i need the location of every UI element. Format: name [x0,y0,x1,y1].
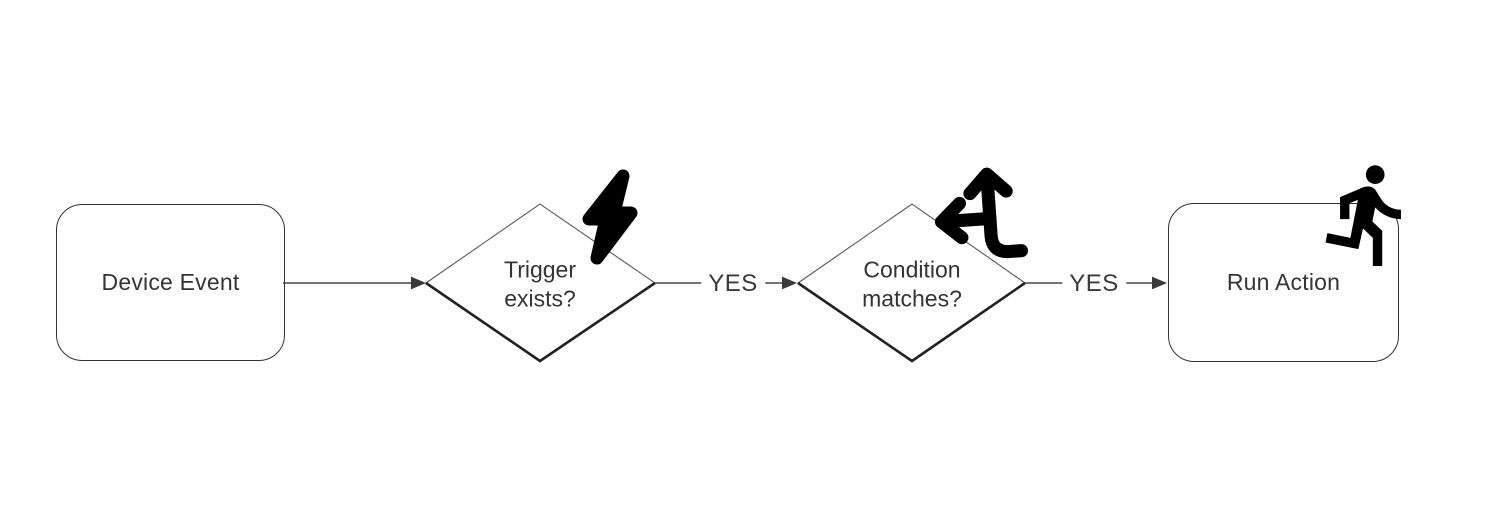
condition-matches-line1: Condition [863,256,961,283]
edge-label-yes-2: YES [1062,270,1126,298]
trigger-exists-line2: exists? [504,285,576,311]
node-trigger-exists-label: Trigger exists? [504,256,576,313]
node-device-event: Device Event [56,204,285,361]
arrowhead-trigger [411,276,426,290]
decision-condition-matches-shape-shadow [797,281,1026,363]
node-condition-matches-label: Condition matches? [862,256,962,313]
trigger-exists-line1: Trigger [504,256,576,283]
edge-label-yes-1: YES [701,270,765,298]
running-person-icon [1325,165,1401,266]
condition-matches-line2: matches? [862,285,962,311]
lightning-bolt-icon [582,169,638,265]
decision-trigger-exists-shape-shadow [425,281,656,363]
split-directions-icon [934,167,1028,259]
arrowhead-run-action [1152,276,1167,290]
node-run-action: Run Action [1168,203,1399,362]
node-run-action-label: Run Action [1226,269,1341,295]
node-device-event-label: Device Event [101,269,240,295]
arrowhead-condition [782,276,797,290]
